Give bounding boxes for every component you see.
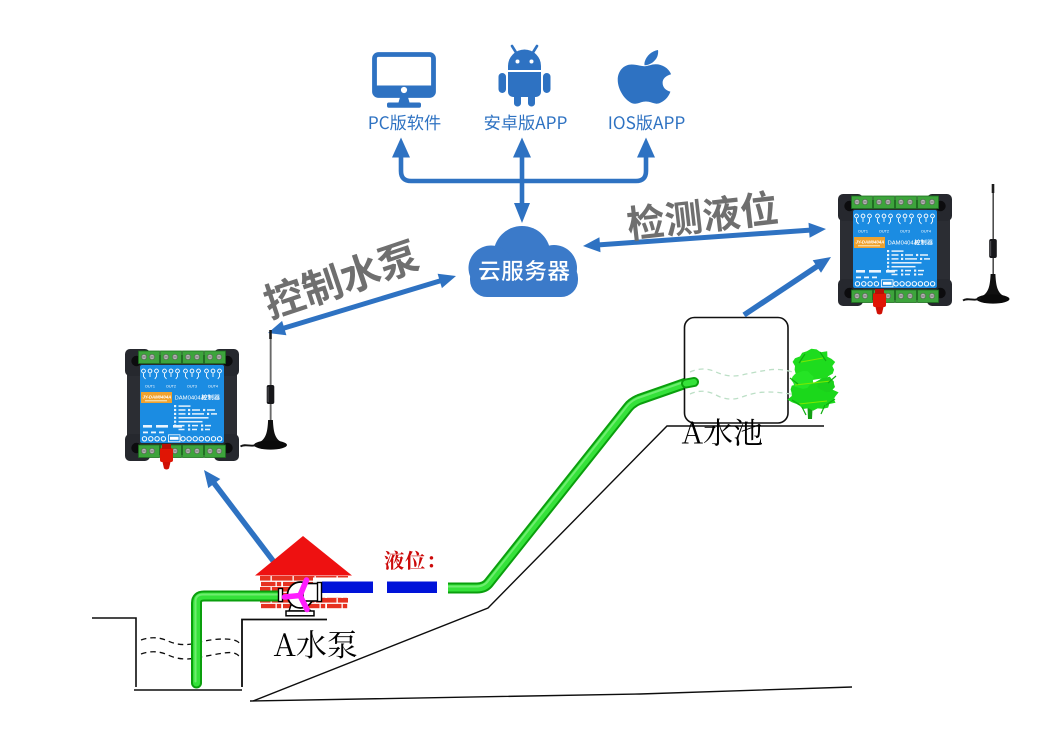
svg-text:DAM0404A: DAM0404A: [888, 241, 918, 247]
svg-text:DAM0404A: DAM0404A: [175, 396, 205, 402]
